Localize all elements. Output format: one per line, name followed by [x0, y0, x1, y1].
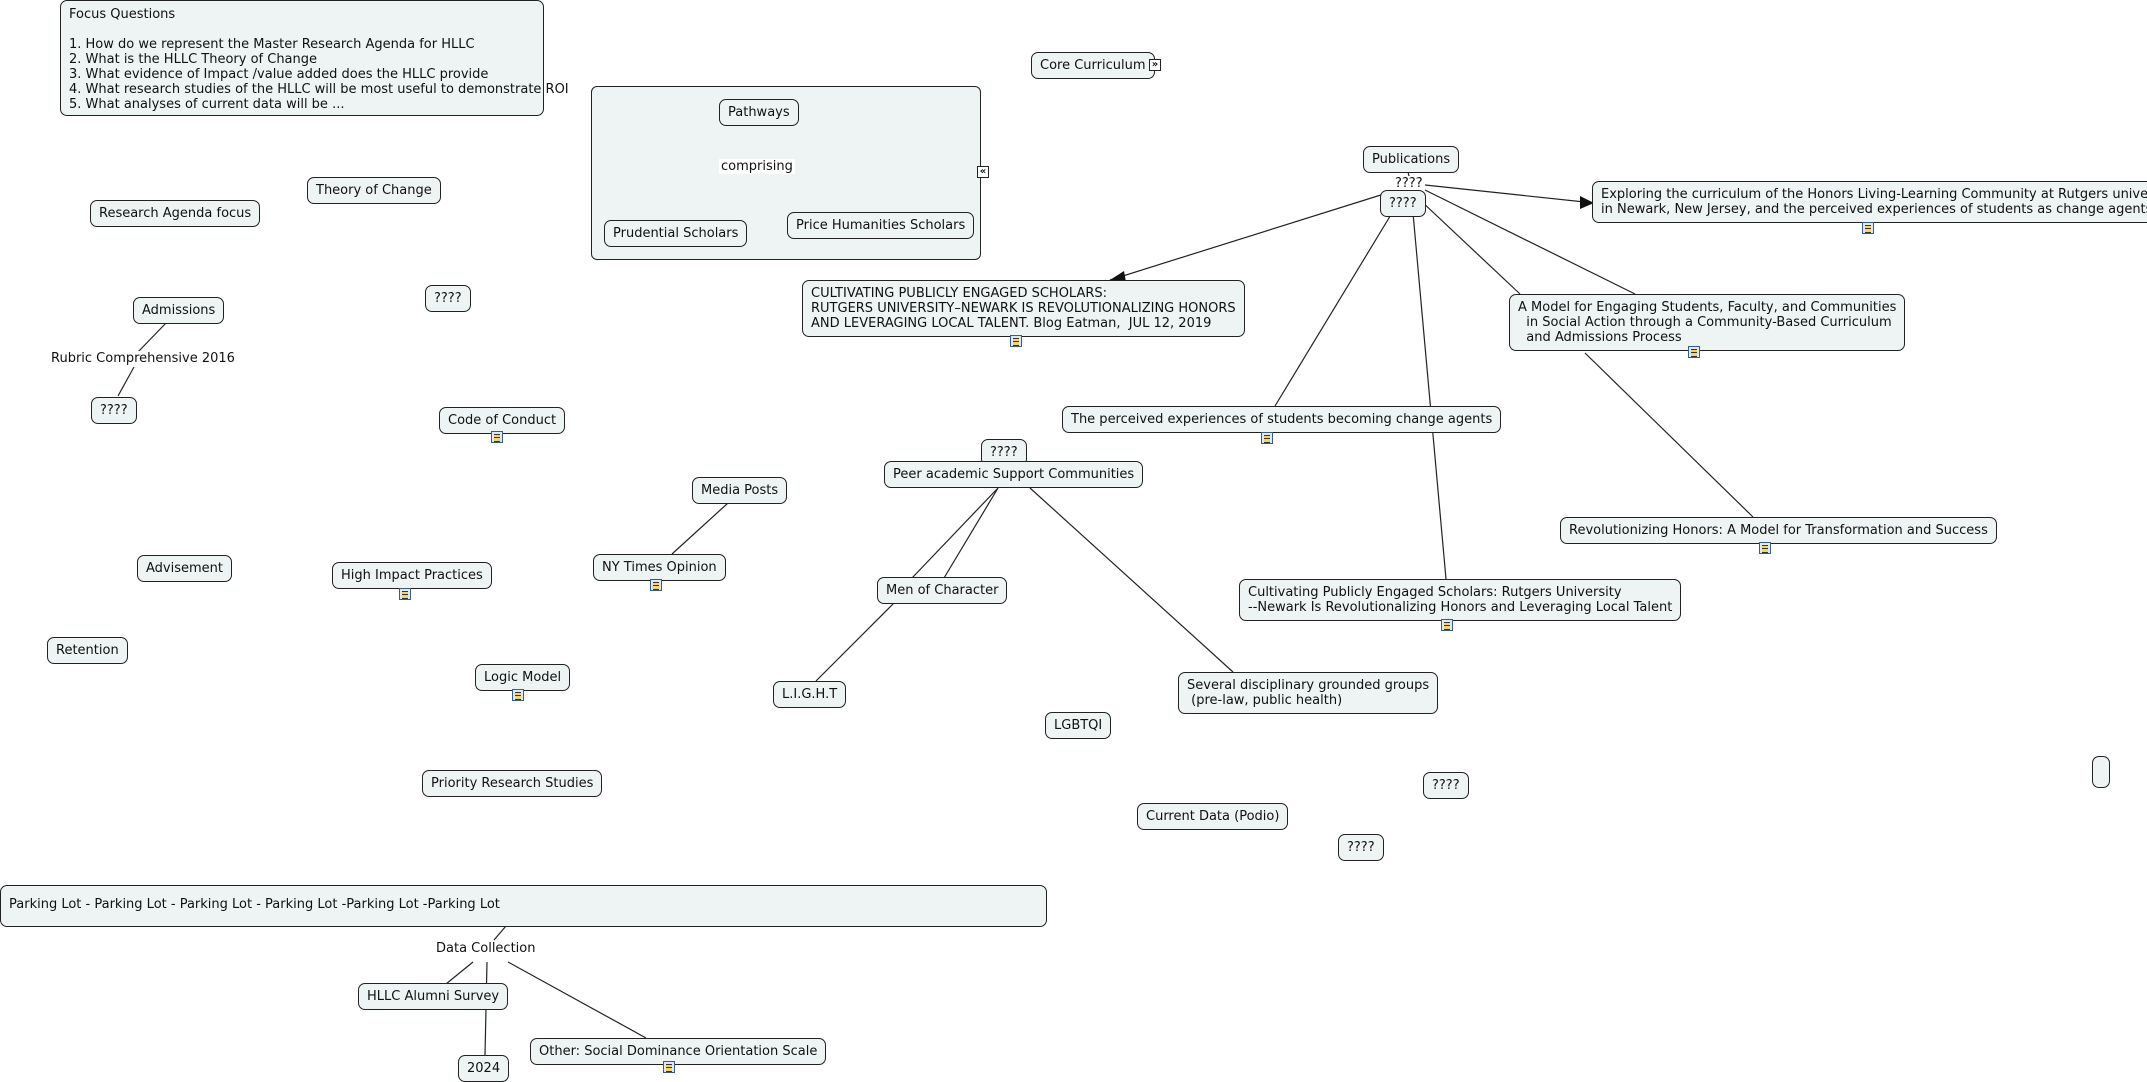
- resource-document-icon[interactable]: [399, 588, 411, 600]
- revolutionizing-honors-node[interactable]: Revolutionizing Honors: A Model for Tran…: [1560, 517, 1997, 544]
- publications-node[interactable]: Publications: [1363, 146, 1460, 173]
- link-pubq-amodel-b: [1424, 189, 1636, 295]
- lgbtqi-node[interactable]: LGBTQI: [1045, 712, 1112, 739]
- advisement-node[interactable]: Advisement: [137, 555, 232, 582]
- comprising-link-label: comprising: [719, 159, 795, 174]
- resource-document-icon[interactable]: [1688, 346, 1700, 358]
- resource-document-icon[interactable]: [663, 1061, 675, 1073]
- link-media-nyt: [671, 502, 729, 555]
- nyt-opinion-node[interactable]: NY Times Opinion: [593, 554, 726, 581]
- link-amodel-revolutionizing: [1584, 352, 1754, 518]
- alumni-survey-node[interactable]: HLLC Alumni Survey: [358, 983, 509, 1010]
- link-peer-men-a: [911, 487, 999, 579]
- link-men-light: [815, 602, 895, 682]
- resource-document-icon[interactable]: [1862, 222, 1874, 234]
- resource-document-icon[interactable]: [650, 579, 662, 591]
- peer-support-node[interactable]: Peer academic Support Communities: [884, 461, 1144, 488]
- resource-document-icon[interactable]: [1010, 335, 1022, 347]
- price-humanities-node[interactable]: Price Humanities Scholars: [787, 212, 975, 239]
- cultivating-publication-node[interactable]: Cultivating Publicly Engaged Scholars: R…: [1239, 579, 1682, 621]
- expand-icon[interactable]: »: [1149, 59, 1161, 71]
- theory-of-change-node[interactable]: Theory of Change: [307, 177, 441, 204]
- resource-document-icon[interactable]: [1759, 542, 1771, 554]
- core-curriculum-node[interactable]: Core Curriculum: [1031, 52, 1155, 79]
- link-admissions-rubric: [137, 322, 167, 353]
- logic-model-node[interactable]: Logic Model: [475, 664, 571, 691]
- resource-document-icon[interactable]: [1261, 432, 1273, 444]
- arrowhead-exploring: [1580, 196, 1594, 209]
- link-pubq-perceived: [1274, 212, 1393, 407]
- collapse-icon[interactable]: «: [977, 166, 989, 178]
- current-data-node[interactable]: Current Data (Podio): [1137, 803, 1289, 830]
- admissions-node[interactable]: Admissions: [133, 297, 225, 324]
- resource-document-icon[interactable]: [491, 431, 503, 443]
- rubric-link-label: Rubric Comprehensive 2016: [49, 351, 237, 366]
- focus-questions-box[interactable]: Focus Questions 1. How do we represent t…: [60, 0, 569, 116]
- cultivating-blog-node[interactable]: CULTIVATING PUBLICLY ENGAGED SCHOLARS: R…: [802, 280, 1245, 337]
- link-pubq-cultivating-blog: [1109, 193, 1385, 281]
- retention-node[interactable]: Retention: [47, 637, 128, 664]
- link-label-exploring: [1424, 184, 1595, 204]
- link-peer-men-b: [943, 487, 999, 579]
- empty-node[interactable]: [2092, 756, 2110, 788]
- link-pubq-cultivating-pub: [1412, 212, 1447, 580]
- link-peer-several: [1029, 487, 1234, 673]
- parking-lot-node[interactable]: Parking Lot - Parking Lot - Parking Lot …: [0, 885, 1047, 927]
- question-node[interactable]: ????: [425, 285, 471, 312]
- high-impact-practices-node[interactable]: High Impact Practices: [332, 562, 492, 589]
- link-dc-alumni: [445, 961, 474, 985]
- publications-question-node[interactable]: ????: [1380, 190, 1426, 217]
- pathways-node[interactable]: Pathways: [719, 99, 799, 126]
- question-node-right-2[interactable]: ????: [1338, 834, 1384, 861]
- publications-link-label: ????: [1395, 176, 1423, 191]
- research-agenda-node[interactable]: Research Agenda focus: [90, 200, 261, 227]
- prudential-scholars-node[interactable]: Prudential Scholars: [604, 220, 748, 247]
- light-node[interactable]: L.I.G.H.T: [773, 681, 847, 708]
- data-collection-link-label: Data Collection: [434, 941, 538, 956]
- media-posts-node[interactable]: Media Posts: [692, 477, 788, 504]
- admissions-question-node[interactable]: ????: [91, 397, 137, 424]
- link-pubq-amodel-a: [1419, 199, 1521, 295]
- resource-document-icon[interactable]: [1441, 619, 1453, 631]
- social-dominance-node[interactable]: Other: Social Dominance Orientation Scal…: [530, 1038, 827, 1065]
- arrowhead-cultivating-blog: [1110, 271, 1126, 282]
- exploring-curriculum-node[interactable]: Exploring the curriculum of the Honors L…: [1592, 181, 2147, 223]
- resource-document-icon[interactable]: [512, 689, 524, 701]
- question-node-right-1[interactable]: ????: [1423, 772, 1469, 799]
- men-of-character-node[interactable]: Men of Character: [877, 577, 1008, 604]
- priority-research-node[interactable]: Priority Research Studies: [422, 770, 603, 797]
- a-model-node[interactable]: A Model for Engaging Students, Faculty, …: [1509, 294, 1906, 351]
- perceived-experiences-node[interactable]: The perceived experiences of students be…: [1062, 406, 1502, 433]
- link-rubric-q: [117, 366, 135, 397]
- disciplinary-groups-node[interactable]: Several disciplinary grounded groups (pr…: [1178, 672, 1439, 714]
- link-parking-datacollection: [493, 925, 507, 941]
- link-dc-sdo: [507, 961, 647, 1039]
- year-2024-node[interactable]: 2024: [458, 1055, 510, 1082]
- code-of-conduct-node[interactable]: Code of Conduct: [439, 407, 566, 434]
